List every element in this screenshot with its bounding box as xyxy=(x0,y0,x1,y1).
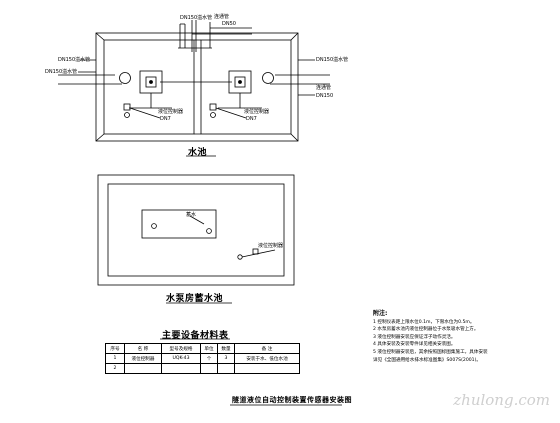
note-item: 2 水泵房蓄水池内液位控制器位于水泵吸水管上方。 xyxy=(373,327,479,333)
label-left-controller-sub: DN7 xyxy=(160,116,171,122)
table-cell xyxy=(217,363,235,374)
notes: 附注: 1 控制仪表距上限水位0.1m，下限水位为0.5m。 2 水泵房蓄水池内… xyxy=(373,310,488,364)
table-cell: 液位控制器 xyxy=(124,353,162,364)
tank-float-right xyxy=(206,228,212,234)
tank-controller-box xyxy=(252,248,259,255)
tank-float-left xyxy=(151,223,157,229)
notes-heading: 附注: xyxy=(373,310,388,317)
label-left-bottom: DN150溢水管 xyxy=(45,69,78,75)
equipment-table: 序号 名 称 型号及规格 单位 数量 备 注 1 液位控制器 UQK-43 个 … xyxy=(105,343,300,374)
table-cell: 3 xyxy=(217,353,235,364)
pump-room-tank xyxy=(97,174,295,304)
label-left-controller: 液位控制器 xyxy=(158,109,184,115)
col-header: 单位 xyxy=(200,343,218,354)
pump-room-title: 水泵房蓄水池 xyxy=(166,294,224,304)
label-left-top: DN150溢水管 xyxy=(58,57,91,63)
right-float-circle xyxy=(262,72,274,84)
label-tank-box: 蓄水 xyxy=(186,212,197,218)
table-cell xyxy=(200,363,218,374)
watermark: zhulong.com xyxy=(453,391,550,409)
label-right-controller: 液位控制器 xyxy=(244,109,270,115)
col-header: 数量 xyxy=(217,343,235,354)
table-cell: 2 xyxy=(105,363,125,374)
pool-plan xyxy=(58,20,330,157)
pool-left-chamber xyxy=(103,39,195,135)
table-row: 1 液位控制器 UQK-43 个 3 安装于水、低位水池 xyxy=(105,353,300,364)
note-item: 详见《全国通用给水排水标准图集》S007S(2001)。 xyxy=(373,357,481,363)
tank-controller-knob xyxy=(237,254,243,260)
label-right-mid: 连通管 xyxy=(316,85,332,91)
table-cell: 安装于水、低位水池 xyxy=(234,353,300,364)
right-controller-knob xyxy=(210,112,216,118)
note-item: 5 液位控制器安装后，其余按照国标图集施工，具体安装 xyxy=(373,349,488,355)
table-cell: 1 xyxy=(105,353,125,364)
pool-plan-title: 水池 xyxy=(188,148,208,158)
col-header: 序号 xyxy=(105,343,125,354)
label-right-bottom: DN150 xyxy=(316,93,334,99)
table-cell: 个 xyxy=(200,353,218,364)
right-controller-box xyxy=(209,103,217,111)
col-header: 备 注 xyxy=(234,343,300,354)
label-top-inlet-b: 连通管 xyxy=(214,14,230,20)
table-cell: UQK-43 xyxy=(161,353,201,364)
table-cell xyxy=(124,363,162,374)
table-row: 2 xyxy=(105,363,300,374)
col-header: 型号及规格 xyxy=(161,343,201,354)
label-top-inlet-b-sub: DN50 xyxy=(222,21,236,27)
label-right-controller-sub: DN7 xyxy=(246,116,257,122)
table-cell xyxy=(161,363,201,374)
note-item: 3 液位控制器安装应保证浮子动作灵活。 xyxy=(373,334,456,340)
note-item: 4 具体安装及安装零件详见相关安装图。 xyxy=(373,342,456,348)
note-item: 1 控制仪表距上限水位0.1m，下限水位为0.5m。 xyxy=(373,319,475,325)
equipment-table-title: 主要设备材料表 xyxy=(162,331,229,341)
drawing-title: 隧道液位自动控制装置传感器安装图 xyxy=(232,396,352,404)
tank-inner xyxy=(107,183,285,277)
table-cell xyxy=(234,363,300,374)
tank-outer xyxy=(97,174,295,286)
col-header: 名 称 xyxy=(124,343,162,354)
label-tank-controller: 液位控制器 xyxy=(258,243,284,249)
right-pit-inner xyxy=(234,76,246,88)
pool-outer-wall xyxy=(95,32,299,142)
label-right-top: DN150溢水管 xyxy=(316,57,349,63)
left-controller-knob xyxy=(124,112,130,118)
left-pit-inner xyxy=(145,76,157,88)
tank-suction-box xyxy=(141,209,217,239)
label-top-inlet-a: DN150溢水管 xyxy=(180,15,213,21)
left-float-circle xyxy=(119,72,131,84)
left-controller-box xyxy=(123,103,131,111)
table-header-row: 序号 名 称 型号及规格 单位 数量 备 注 xyxy=(105,343,300,354)
pool-right-chamber xyxy=(200,39,292,135)
